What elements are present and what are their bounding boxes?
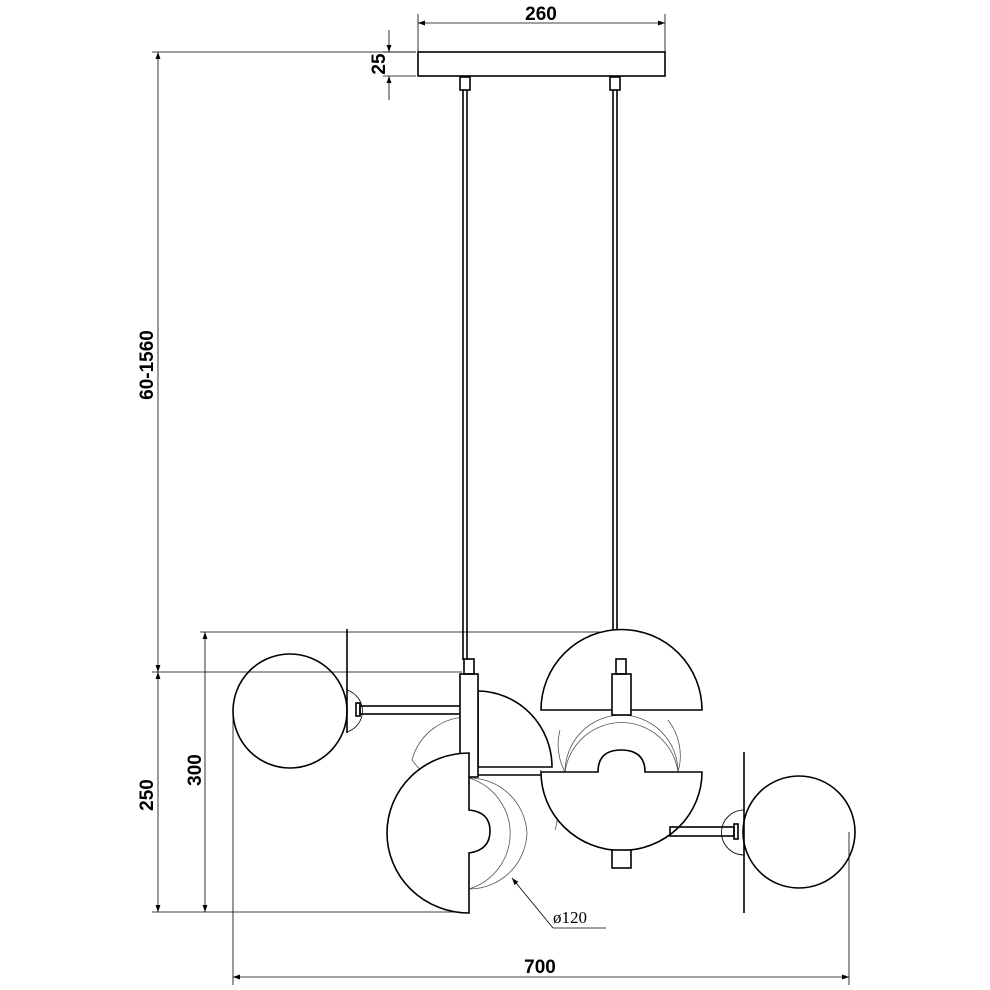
dim-cord-length: 60-1560 <box>137 330 158 400</box>
dim-overall-width: 700 <box>524 957 556 978</box>
left-globe <box>232 653 348 769</box>
top-right-shade <box>540 628 703 711</box>
suspension-cords <box>459 76 621 660</box>
dim-canopy-height: 25 <box>369 53 390 75</box>
right-globe <box>742 775 856 889</box>
bottom-right-shade <box>540 749 703 852</box>
dim-body-height: 250 <box>137 779 158 811</box>
upper-middle-shade <box>477 690 553 768</box>
dim-overall-height: 300 <box>185 754 206 786</box>
lamp-body <box>232 628 856 914</box>
dim-canopy-width: 260 <box>525 4 557 25</box>
dim-shade-diameter: ø120 <box>553 908 587 927</box>
ceiling-canopy <box>417 51 666 77</box>
dimension-lines <box>152 14 850 985</box>
bottom-left-shade <box>386 752 491 914</box>
